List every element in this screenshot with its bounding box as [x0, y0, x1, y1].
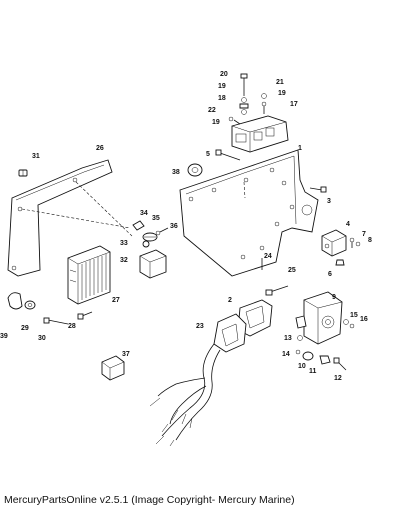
image-copyright-footer: MercuryPartsOnline v2.5.1 (Image Copyrig…	[4, 494, 295, 506]
washers-7-8	[349, 237, 361, 248]
harness-23	[149, 313, 247, 447]
callout-26: 26	[96, 145, 104, 152]
finned-module-27	[67, 245, 111, 305]
callout-27: 27	[112, 297, 120, 304]
hardware-stack	[228, 73, 267, 125]
callout-22: 22	[208, 107, 216, 114]
screw-5	[215, 149, 241, 161]
callout-33: 33	[120, 240, 128, 247]
callout-11: 11	[309, 368, 317, 375]
callout-labels: 1 2 3 4 5 6 7 8 9 10 11 12 13 14 15 16 1…	[0, 71, 372, 382]
nut-6	[335, 259, 345, 266]
bolt-25	[265, 285, 289, 296]
nut-11	[319, 355, 331, 365]
callout-6: 6	[328, 271, 332, 278]
callout-2: 2	[228, 297, 232, 304]
main-bracket-1	[179, 149, 319, 277]
callout-8: 8	[368, 237, 372, 244]
callout-19b: 19	[278, 90, 286, 97]
screw-36	[155, 227, 169, 236]
callout-32: 32	[120, 257, 128, 264]
sensor-4	[321, 229, 347, 257]
callout-16: 16	[360, 316, 368, 323]
screw-28	[77, 311, 93, 320]
clamp-39	[7, 292, 23, 310]
callout-39: 39	[0, 333, 8, 340]
washer-29	[24, 300, 36, 310]
module-37	[101, 355, 125, 381]
callout-21: 21	[276, 79, 284, 86]
callout-34: 34	[140, 210, 148, 217]
grommet-34	[132, 220, 145, 231]
bolt-12	[333, 357, 347, 371]
callout-28: 28	[68, 323, 76, 330]
screw-3	[309, 186, 327, 193]
spacer-10	[302, 351, 314, 361]
nut-33	[142, 240, 150, 248]
callout-24: 24	[264, 253, 272, 260]
callout-31: 31	[32, 153, 40, 160]
callout-23: 23	[196, 323, 204, 330]
callout-9: 9	[332, 294, 336, 301]
clip-31	[18, 169, 28, 177]
terminal-block-17	[231, 115, 289, 153]
callout-14: 14	[282, 351, 290, 358]
callout-17: 17	[290, 101, 298, 108]
callout-19c: 19	[212, 119, 220, 126]
callout-25: 25	[288, 267, 296, 274]
callout-36: 36	[170, 223, 178, 230]
washer-14	[295, 349, 301, 355]
control-unit-32	[139, 249, 167, 279]
callout-18: 18	[218, 95, 226, 102]
callout-10: 10	[298, 363, 306, 370]
callout-37: 37	[122, 351, 130, 358]
washer-13	[297, 335, 303, 341]
bolt-30	[43, 317, 69, 325]
callout-3: 3	[327, 198, 331, 205]
callout-13: 13	[284, 335, 292, 342]
callout-20: 20	[220, 71, 228, 78]
washer-38	[187, 163, 203, 177]
callout-19a: 19	[218, 83, 226, 90]
callout-12: 12	[334, 375, 342, 382]
washers-15-16	[343, 319, 355, 329]
callout-30: 30	[38, 335, 46, 342]
callout-7: 7	[362, 231, 366, 238]
callout-4: 4	[346, 221, 350, 228]
callout-35: 35	[152, 215, 160, 222]
callout-38: 38	[172, 169, 180, 176]
callout-29: 29	[21, 325, 29, 332]
callout-1: 1	[298, 145, 302, 152]
callout-5: 5	[206, 151, 210, 158]
callout-15: 15	[350, 312, 358, 319]
clamp-35	[142, 232, 158, 242]
bracket-plate-26	[7, 159, 133, 277]
actuator-9	[295, 291, 343, 345]
